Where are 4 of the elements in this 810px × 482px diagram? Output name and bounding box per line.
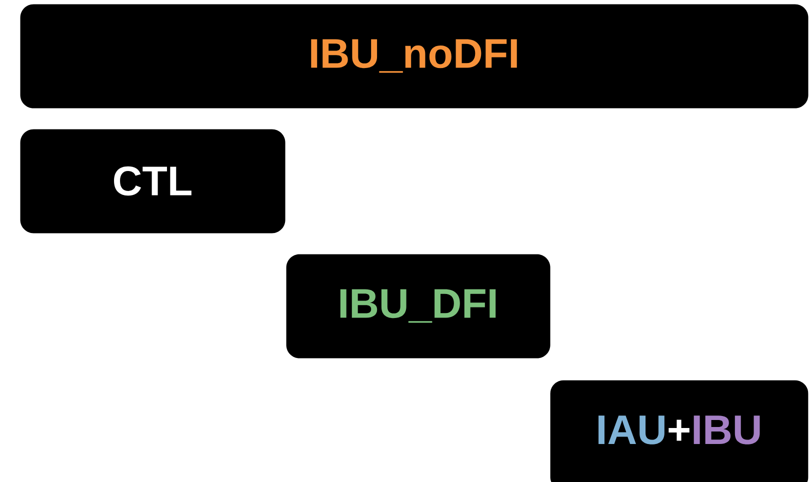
label-box: CTL [20, 129, 286, 234]
label-box: IAU+IBU [550, 380, 808, 482]
label-box: IBU_noDFI [20, 4, 808, 108]
label-box: IBU_DFI [286, 254, 550, 358]
